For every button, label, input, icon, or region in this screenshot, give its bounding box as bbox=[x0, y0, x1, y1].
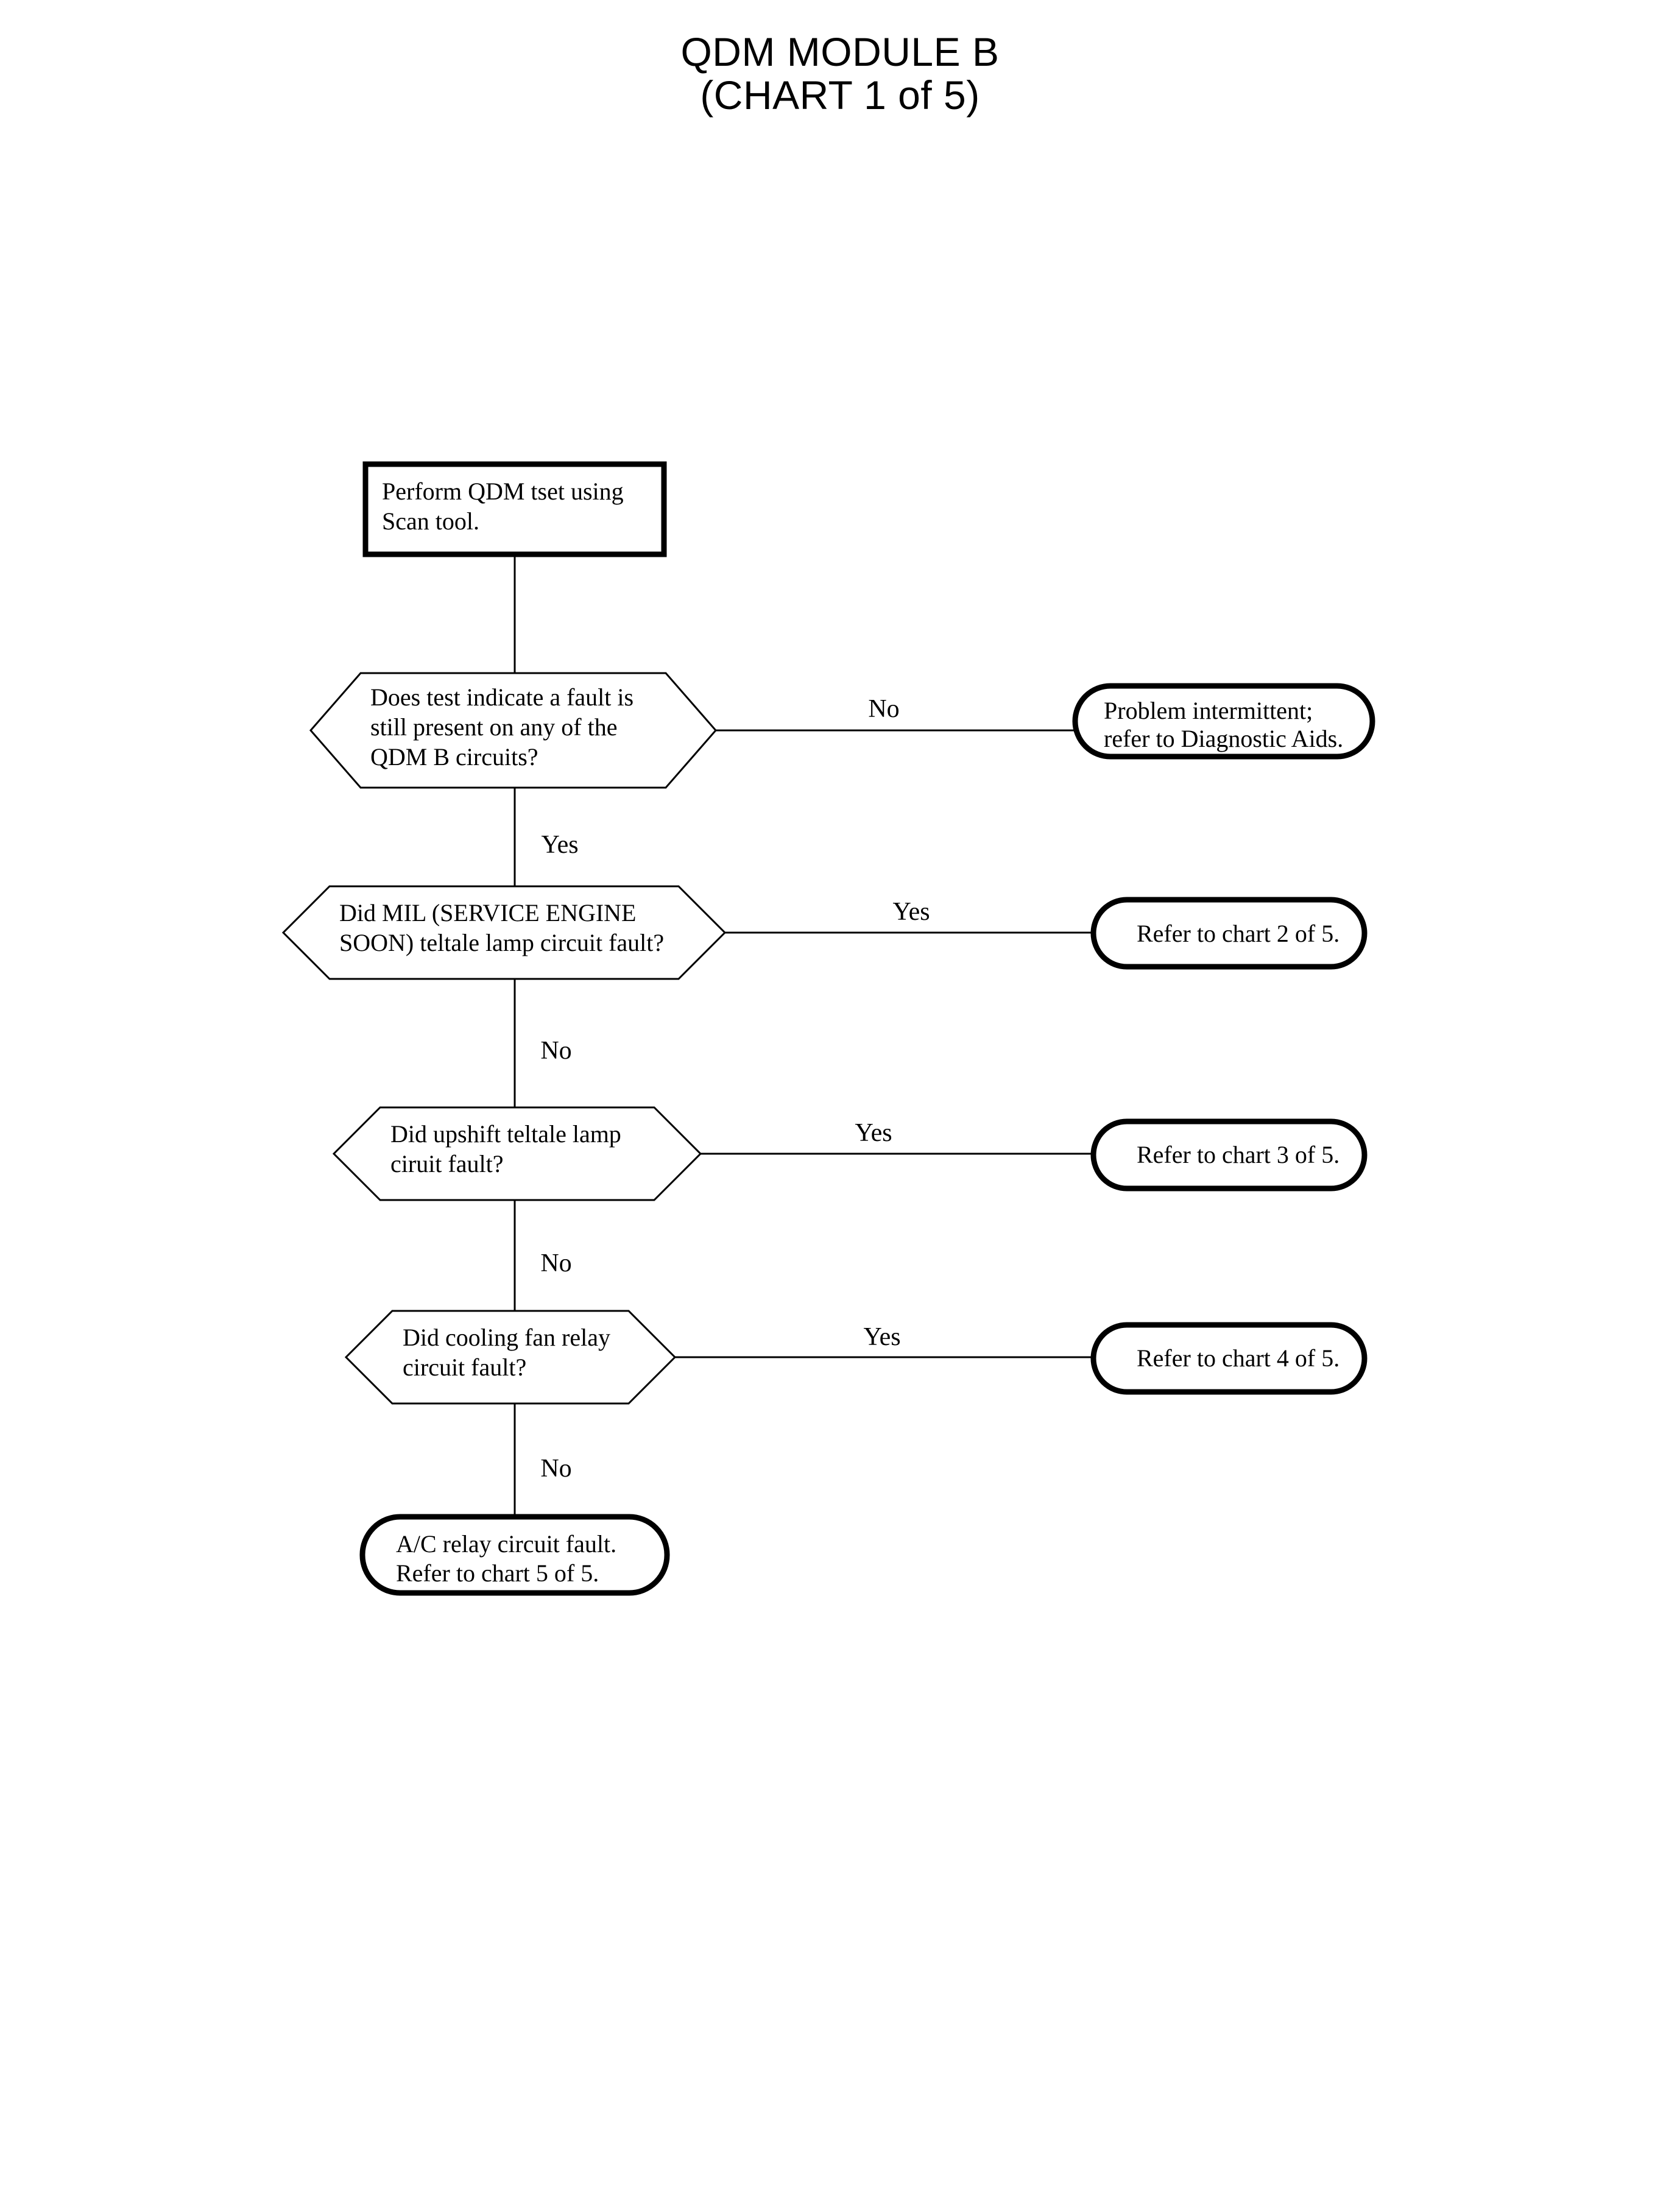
node-n2-line1: Does test indicate a fault is bbox=[370, 683, 634, 711]
edge-label-no-4: No bbox=[540, 1455, 571, 1483]
node-refer-chart-3[interactable]: Refer to chart 3 of 5. bbox=[1090, 1118, 1368, 1191]
node-n10-line2: Refer to chart 5 of 5. bbox=[396, 1559, 599, 1587]
node-perform-qdm-test[interactable]: Perform QDM tset using Scan tool. bbox=[362, 461, 667, 557]
edge-label-group: No Yes Yes No Yes No Yes No bbox=[540, 695, 930, 1483]
node-n2-line2: still present on any of the bbox=[370, 713, 617, 741]
terminator-shape bbox=[1090, 1322, 1368, 1395]
terminator-shape bbox=[359, 1514, 670, 1596]
decision-hexagon-shape bbox=[309, 672, 717, 789]
node-decision-cooling-fan-relay[interactable]: Did cooling fan relay circuit fault? bbox=[344, 1310, 677, 1405]
node-n1-line1: Perform QDM tset using bbox=[382, 478, 624, 505]
node-n2-line3: QDM B circuits? bbox=[370, 743, 538, 771]
node-n3-line2: refer to Diagnostic Aids. bbox=[1104, 725, 1343, 752]
terminator-shape bbox=[1090, 897, 1368, 970]
node-n6-line1: Did upshift teltale lamp bbox=[390, 1120, 621, 1148]
node-n6-line2: ciruit fault? bbox=[390, 1150, 503, 1177]
connector-group bbox=[514, 554, 1093, 1517]
node-n3-line1: Problem intermittent; bbox=[1104, 697, 1313, 724]
terminator-shape bbox=[1072, 683, 1375, 760]
terminator-shape bbox=[1090, 1118, 1368, 1191]
node-ac-relay-fault[interactable]: A/C relay circuit fault. Refer to chart … bbox=[359, 1514, 670, 1596]
node-n1-line2: Scan tool. bbox=[382, 507, 479, 535]
node-n5-line1: Refer to chart 2 of 5. bbox=[1137, 920, 1339, 947]
decision-hexagon-shape bbox=[332, 1106, 702, 1201]
decision-hexagon-shape bbox=[281, 885, 727, 980]
node-decision-upshift-lamp[interactable]: Did upshift teltale lamp ciruit fault? bbox=[332, 1106, 702, 1201]
edge-label-no-2: No bbox=[540, 1037, 571, 1065]
edge-label-yes-2: Yes bbox=[892, 898, 930, 926]
node-problem-intermittent[interactable]: Problem intermittent; refer to Diagnosti… bbox=[1072, 683, 1375, 760]
node-refer-chart-4[interactable]: Refer to chart 4 of 5. bbox=[1090, 1322, 1368, 1395]
decision-hexagon-shape bbox=[344, 1310, 677, 1405]
edge-label-no-1: No bbox=[868, 695, 899, 723]
edge-label-yes-1: Yes bbox=[541, 831, 578, 859]
node-refer-chart-2[interactable]: Refer to chart 2 of 5. bbox=[1090, 897, 1368, 970]
edge-label-yes-4: Yes bbox=[863, 1323, 900, 1351]
node-n8-line1: Did cooling fan relay bbox=[403, 1324, 610, 1351]
node-n4-line2: SOON) teltale lamp circuit fault? bbox=[339, 929, 664, 956]
node-n4-line1: Did MIL (SERVICE ENGINE bbox=[339, 899, 636, 927]
process-box-shape bbox=[362, 461, 667, 557]
node-n10-line1: A/C relay circuit fault. bbox=[396, 1530, 616, 1558]
node-n7-line1: Refer to chart 3 of 5. bbox=[1137, 1141, 1339, 1168]
node-n9-line1: Refer to chart 4 of 5. bbox=[1137, 1344, 1339, 1372]
node-decision-mil-lamp[interactable]: Did MIL (SERVICE ENGINE SOON) teltale la… bbox=[281, 885, 727, 980]
edge-label-no-3: No bbox=[540, 1249, 571, 1277]
edge-label-yes-3: Yes bbox=[855, 1119, 892, 1147]
page-title: QDM MODULE B (CHART 1 of 5) bbox=[680, 29, 1000, 118]
node-decision-fault-present[interactable]: Does test indicate a fault is still pres… bbox=[309, 672, 717, 789]
node-n8-line2: circuit fault? bbox=[403, 1354, 526, 1381]
